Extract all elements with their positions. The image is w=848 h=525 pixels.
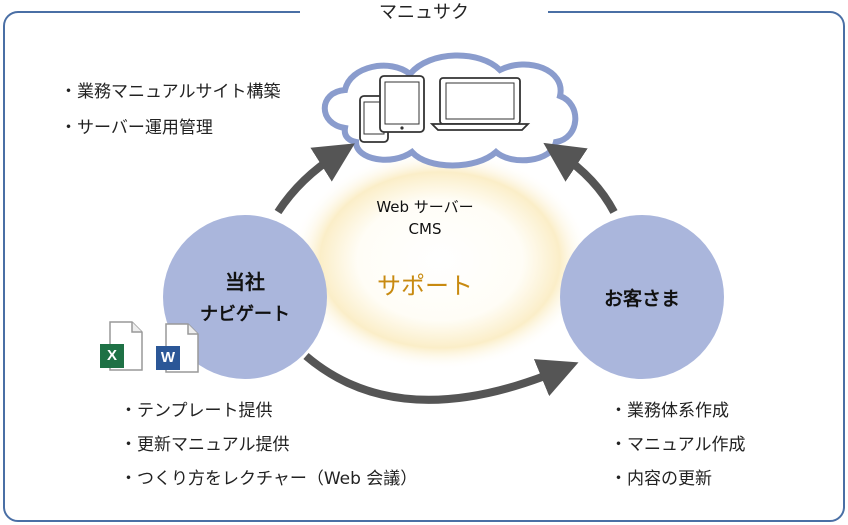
arrow-left-to-cloud: [274, 143, 355, 215]
left-circle: [163, 215, 327, 379]
arrow-right-to-cloud: [543, 142, 618, 214]
left-item: ・更新マニュアル提供: [120, 435, 290, 455]
server-line: Web サーバー: [376, 198, 474, 216]
support-glow: [290, 150, 590, 370]
right-circle-title: お客さま: [603, 288, 680, 310]
left-item: ・テンプレート提供: [120, 401, 273, 421]
server-label: Web サーバー CMS: [340, 196, 510, 240]
left-circle-title: 当社: [225, 270, 265, 294]
right-circle: [560, 215, 724, 379]
support-label: サポート: [377, 272, 473, 300]
tablet-icon: [379, 75, 425, 133]
left-circle-subtitle: ナビゲート: [200, 304, 290, 325]
left-item: ・つくり方をレクチャー（Web 会議）: [120, 469, 418, 489]
page-title: マニュサク: [300, 0, 548, 26]
right-item: ・マニュアル作成: [610, 435, 746, 455]
cloud-item: ・業務マニュアルサイト構築: [60, 82, 281, 102]
excel-icon: X: [100, 320, 144, 372]
arrow-left-to-right: [303, 352, 579, 404]
cms-line: CMS: [408, 220, 442, 238]
word-icon: W: [156, 322, 200, 374]
right-item: ・内容の更新: [610, 469, 712, 489]
excel-letter: X: [100, 344, 124, 368]
word-letter: W: [156, 346, 180, 370]
cloud-item: ・サーバー運用管理: [60, 118, 213, 138]
right-item: ・業務体系作成: [610, 401, 729, 421]
laptop-icon: [429, 77, 531, 131]
